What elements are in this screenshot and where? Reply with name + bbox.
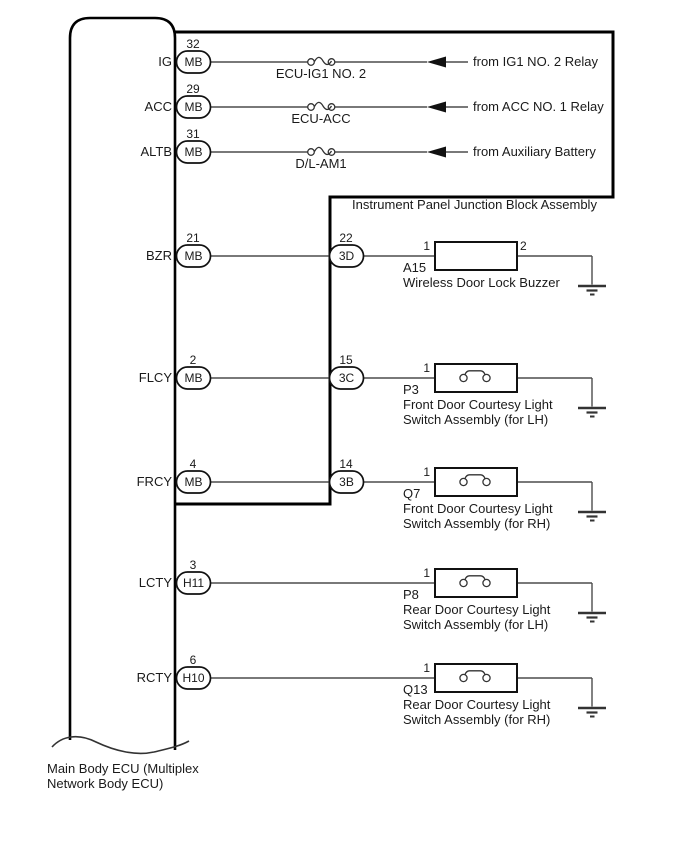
ground-icon — [578, 611, 606, 623]
junction-block-outline — [175, 30, 615, 506]
ecu-connector-label: MB — [184, 249, 203, 263]
pin-number: 21 — [186, 231, 200, 245]
ecu-connector-label: MB — [184, 100, 203, 114]
component-name-line: Front Door Courtesy Light — [403, 501, 553, 516]
component-name-line: Front Door Courtesy Light — [403, 397, 553, 412]
ecu-pin-ovals — [175, 50, 212, 690]
pin-number: 29 — [186, 82, 200, 96]
component-name-line: Switch Assembly (for RH) — [403, 712, 551, 727]
component-pin-number: 1 — [423, 566, 430, 580]
component-box-buzzer — [434, 241, 518, 271]
jb-pin-number: 14 — [339, 457, 353, 471]
component-box-switch — [434, 568, 518, 598]
fuse-name: ECU-IG1 NO. 2 — [275, 66, 367, 81]
pin-number: 32 — [186, 37, 200, 51]
fuse-name: ECU-ACC — [291, 111, 351, 126]
signal-label: IG — [158, 54, 172, 69]
component-code: Q7 — [403, 486, 421, 501]
component-code: P3 — [403, 382, 419, 397]
jb-pin-number: 15 — [339, 353, 353, 367]
ecu-connector-label: H10 — [182, 671, 205, 685]
switch-symbol — [459, 474, 491, 487]
jb-pin-number: 22 — [339, 231, 353, 245]
signal-label: BZR — [146, 248, 172, 263]
switch-symbol — [459, 370, 491, 383]
jb-connector-label: 3C — [338, 371, 355, 385]
ground-icon — [578, 284, 606, 296]
component-name-line: Switch Assembly (for RH) — [403, 516, 551, 531]
jb-connector-label: 3B — [339, 475, 354, 489]
ecu-connector-label: MB — [184, 371, 203, 385]
ecu-label-line1: Main Body ECU (Multiplex — [47, 761, 199, 776]
ecu-connector-label: MB — [184, 55, 203, 69]
fuse-symbol — [307, 146, 336, 156]
pin-number: 4 — [189, 457, 197, 471]
signal-label: ACC — [144, 99, 172, 114]
junction-block-label: Instrument Panel Junction Block Assembly — [352, 197, 597, 212]
signal-label: LCTY — [138, 575, 172, 590]
left-arrow-icon — [427, 101, 446, 113]
junction-pin-ovals — [328, 244, 365, 494]
jb-connector-label: 3D — [338, 249, 355, 263]
component-box-switch — [434, 363, 518, 393]
component-pin-number: 1 — [423, 239, 430, 253]
fuse-name: D/L-AM1 — [295, 156, 347, 171]
ecu-connector-label: H11 — [182, 576, 205, 590]
signal-label: ALTB — [140, 144, 172, 159]
switch-symbol — [459, 670, 491, 683]
power-source-label: from Auxiliary Battery — [473, 144, 596, 159]
fuse-symbol — [307, 101, 336, 111]
signal-label: FLCY — [138, 370, 172, 385]
power-source-label: from IG1 NO. 2 Relay — [473, 54, 598, 69]
ground-icon — [578, 406, 606, 418]
component-name-line: Rear Door Courtesy Light — [403, 697, 551, 712]
component-name-line: Rear Door Courtesy Light — [403, 602, 551, 617]
ecu-label-line2: Network Body ECU) — [47, 776, 164, 791]
ecu-block-outline — [51, 16, 190, 755]
switch-symbol — [459, 575, 491, 588]
power-source-label: from ACC NO. 1 Relay — [473, 99, 604, 114]
signal-label: RCTY — [136, 670, 172, 685]
ground-icon — [578, 706, 606, 718]
component-pin-number: 1 — [423, 661, 430, 675]
fuse-symbol — [307, 56, 336, 66]
component-box-switch — [434, 663, 518, 693]
component-name-line: Switch Assembly (for LH) — [403, 412, 549, 427]
ecu-connector-label: MB — [184, 475, 203, 489]
component-code: A15 — [403, 260, 427, 275]
pin-number: 2 — [189, 353, 197, 367]
row-bzr-wires — [210, 255, 593, 285]
component-name-line: Wireless Door Lock Buzzer — [403, 275, 560, 290]
component-code: P8 — [403, 587, 419, 602]
pin-number: 31 — [186, 127, 200, 141]
component-pin-number: 2 — [520, 239, 527, 253]
component-name-line: Switch Assembly (for LH) — [403, 617, 549, 632]
component-box-switch — [434, 467, 518, 497]
pin-number: 3 — [189, 558, 197, 572]
left-arrow-icon — [427, 56, 446, 68]
pin-number: 6 — [189, 653, 197, 667]
component-pin-number: 1 — [423, 465, 430, 479]
component-code: Q13 — [403, 682, 428, 697]
signal-label: FRCY — [136, 474, 172, 489]
ecu-break-wave — [51, 735, 190, 755]
ecu-connector-label: MB — [184, 145, 203, 159]
ground-icon — [578, 510, 606, 522]
left-arrow-icon — [427, 146, 446, 158]
component-pin-number: 1 — [423, 361, 430, 375]
